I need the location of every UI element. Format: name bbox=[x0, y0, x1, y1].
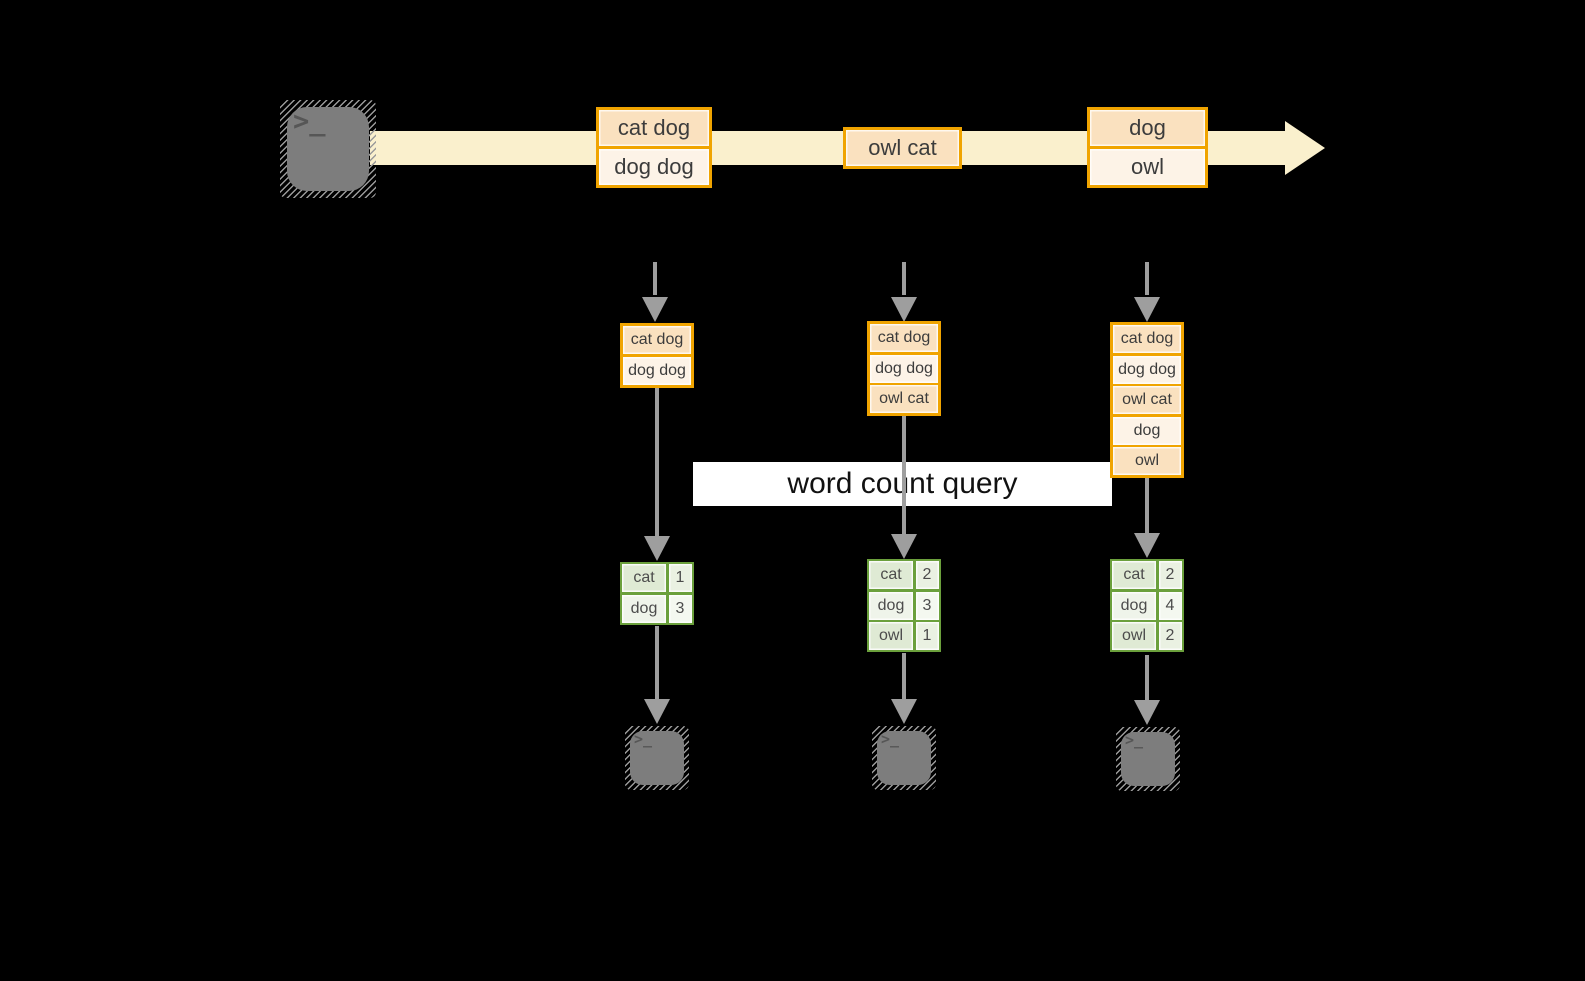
count-cell: 2 bbox=[915, 561, 939, 589]
table-row: cat 2 bbox=[1112, 561, 1182, 589]
word-count-table: cat 1 dog 3 bbox=[620, 562, 694, 625]
stream-event-box: owl cat bbox=[843, 127, 962, 169]
buffered-events-box: cat dog dog dog bbox=[620, 323, 694, 388]
count-cell: 4 bbox=[1158, 591, 1182, 620]
arrow-line bbox=[902, 653, 906, 700]
terminal-prompt-glyph: >_ bbox=[881, 730, 900, 748]
word-cell: dog bbox=[869, 591, 913, 620]
arrow-head-icon bbox=[644, 699, 670, 724]
buffered-events-box: cat dog dog dog owl cat bbox=[867, 321, 941, 416]
count-cell: 2 bbox=[1158, 561, 1182, 589]
buffered-event: dog dog bbox=[870, 354, 938, 383]
table-row: owl 1 bbox=[869, 622, 939, 650]
table-row: owl 2 bbox=[1112, 622, 1182, 650]
word-count-table: cat 2 dog 4 owl 2 bbox=[1110, 559, 1184, 652]
stream-arrowhead-icon bbox=[1285, 121, 1325, 175]
count-cell: 2 bbox=[1158, 622, 1182, 650]
terminal-screen bbox=[287, 107, 369, 191]
terminal-prompt-glyph: >_ bbox=[293, 106, 326, 137]
buffered-event: owl cat bbox=[870, 385, 938, 413]
dashed-arrow-head-icon bbox=[891, 297, 917, 322]
word-cell: cat bbox=[1112, 561, 1156, 589]
buffered-event: cat dog bbox=[870, 324, 938, 352]
sink-terminal-icon: >_ bbox=[625, 726, 689, 790]
source-terminal-icon: >_ bbox=[280, 100, 376, 198]
word-cell: dog bbox=[622, 594, 666, 623]
buffered-event: dog dog bbox=[623, 356, 691, 385]
table-row: dog 3 bbox=[869, 591, 939, 620]
buffered-event: cat dog bbox=[1113, 325, 1181, 353]
buffered-event: owl cat bbox=[1113, 386, 1181, 414]
terminal-prompt-glyph: >_ bbox=[634, 730, 653, 748]
word-cell: dog bbox=[1112, 591, 1156, 620]
arrow-head-icon bbox=[644, 536, 670, 561]
count-cell: 1 bbox=[668, 564, 692, 592]
stream-event-box: cat dog dog dog bbox=[596, 107, 712, 188]
arrow-head-icon bbox=[891, 699, 917, 724]
word-cell: cat bbox=[622, 564, 666, 592]
arrow-line bbox=[1145, 655, 1149, 701]
stream-event-box: dog owl bbox=[1087, 107, 1208, 188]
arrow-line bbox=[655, 626, 659, 700]
arrow-line bbox=[1145, 477, 1149, 535]
arrow-line bbox=[655, 388, 659, 538]
terminal-screen bbox=[1121, 732, 1175, 786]
word-cell: owl bbox=[869, 622, 913, 650]
table-row: cat 2 bbox=[869, 561, 939, 589]
buffered-event: dog bbox=[1113, 416, 1181, 445]
event-row: dog bbox=[1090, 110, 1205, 146]
word-count-table: cat 2 dog 3 owl 1 bbox=[867, 559, 941, 652]
dashed-arrow-line bbox=[902, 262, 906, 295]
table-row: dog 3 bbox=[622, 594, 692, 623]
terminal-screen bbox=[877, 731, 931, 785]
dashed-arrow-line bbox=[653, 262, 657, 295]
buffered-event: cat dog bbox=[623, 326, 691, 354]
count-cell: 1 bbox=[915, 622, 939, 650]
buffered-event: owl bbox=[1113, 447, 1181, 475]
arrow-line bbox=[902, 416, 906, 536]
buffered-events-box: cat dog dog dog owl cat dog owl bbox=[1110, 322, 1184, 478]
terminal-screen bbox=[630, 731, 684, 785]
arrow-head-icon bbox=[1134, 533, 1160, 558]
event-row: dog dog bbox=[599, 148, 709, 185]
event-row: owl cat bbox=[846, 130, 959, 166]
event-row: owl bbox=[1090, 148, 1205, 185]
sink-terminal-icon: >_ bbox=[872, 726, 936, 790]
event-row: cat dog bbox=[599, 110, 709, 146]
dashed-arrow-head-icon bbox=[642, 297, 668, 322]
arrow-head-icon bbox=[1134, 700, 1160, 725]
arrow-head-icon bbox=[891, 534, 917, 559]
dashed-arrow-head-icon bbox=[1134, 297, 1160, 322]
table-row: dog 4 bbox=[1112, 591, 1182, 620]
buffered-event: dog dog bbox=[1113, 355, 1181, 384]
count-cell: 3 bbox=[915, 591, 939, 620]
word-cell: owl bbox=[1112, 622, 1156, 650]
word-cell: cat bbox=[869, 561, 913, 589]
count-cell: 3 bbox=[668, 594, 692, 623]
sink-terminal-icon: >_ bbox=[1116, 727, 1180, 791]
dashed-arrow-line bbox=[1145, 262, 1149, 295]
table-row: cat 1 bbox=[622, 564, 692, 592]
terminal-prompt-glyph: >_ bbox=[1125, 731, 1144, 749]
